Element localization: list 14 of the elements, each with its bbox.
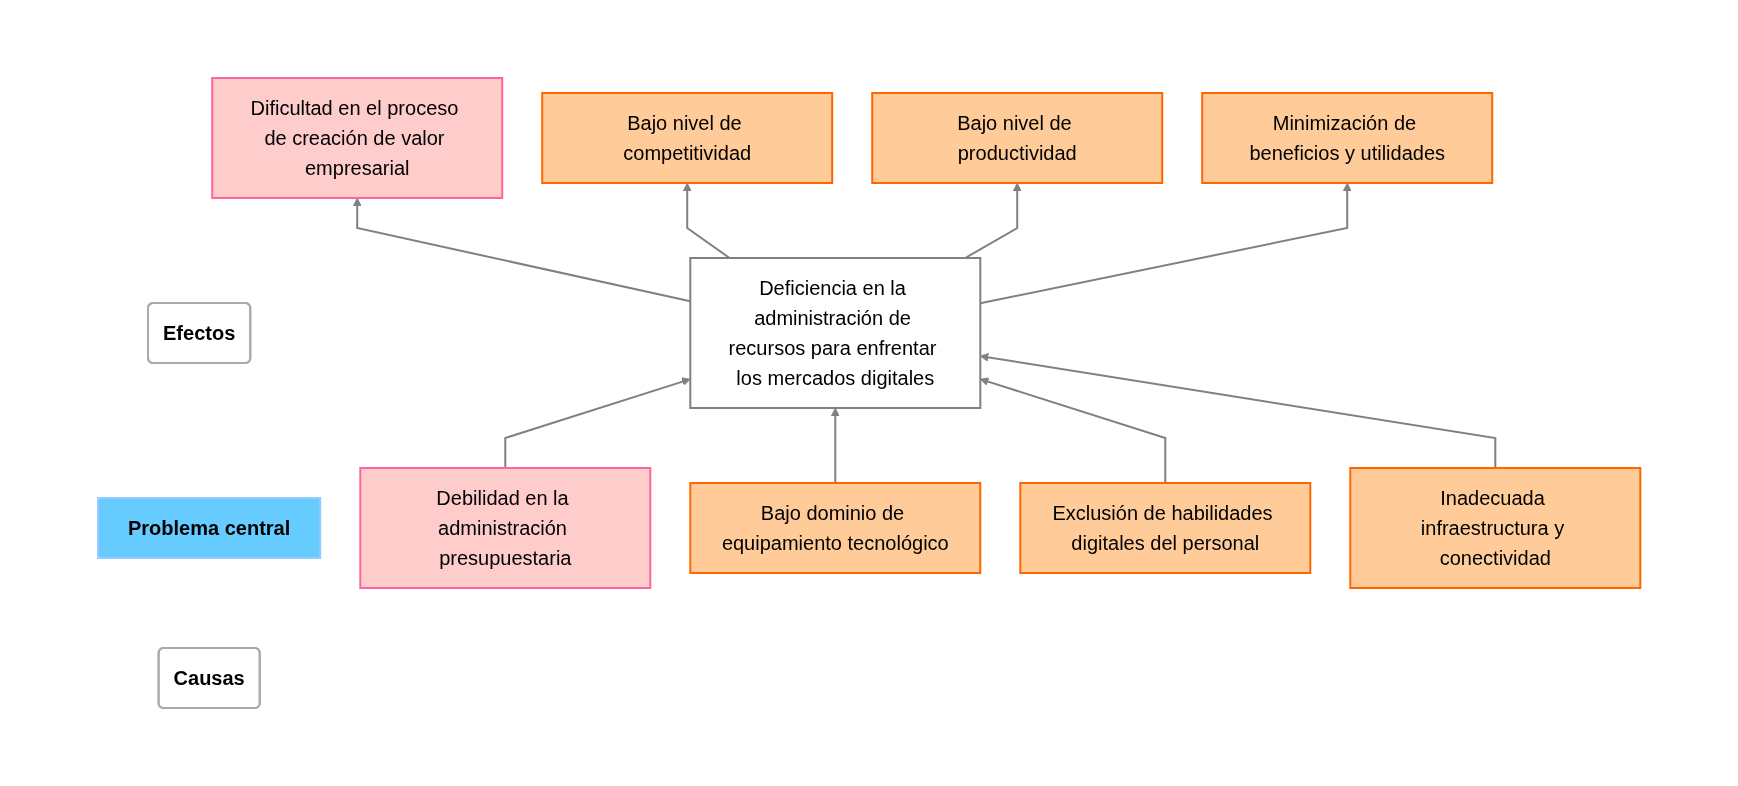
node-box: Deficiencia en la administración de recursos para enfrentar los mercados digitales	[689, 257, 982, 409]
node-box: Dificultad en el proceso de creación de valor empresarial	[211, 77, 504, 199]
node-box: Inadecuada infraestructura y conectividad	[1349, 467, 1642, 589]
node-box: Minimización de beneficios y utilidades	[1201, 92, 1494, 184]
arrow	[504, 377, 691, 469]
node-box: Problema central	[96, 497, 322, 559]
node-box: Exclusión de habilidades digitales del personal	[1019, 482, 1312, 574]
arrow	[682, 182, 731, 259]
node-box: Debilidad en la administración presupuestaria	[359, 467, 652, 589]
node-box: Bajo nivel de productividad	[871, 92, 1164, 184]
arrow	[964, 182, 1022, 259]
node-box: Bajo dominio de equipamiento tecnológico	[689, 482, 982, 574]
arrow	[830, 407, 840, 484]
node-box: Bajo nivel de competitividad	[541, 92, 834, 184]
